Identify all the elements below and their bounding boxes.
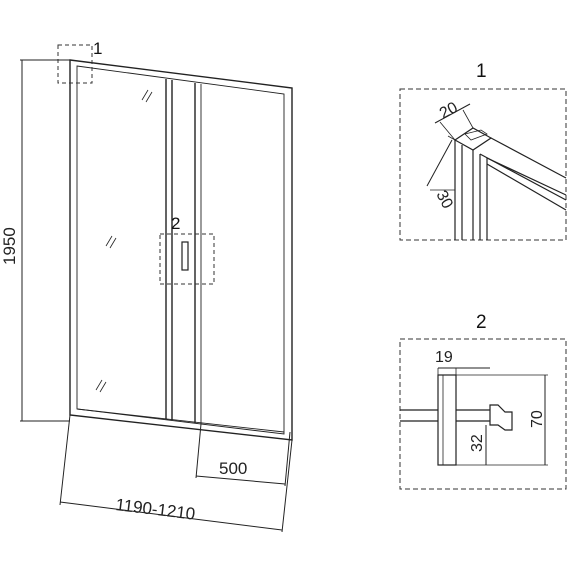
- detail-1-box: [399, 88, 567, 241]
- overall-width-dimension: [59, 414, 293, 533]
- detail-2-drawing: [400, 367, 548, 466]
- frame-outer: [69, 59, 293, 441]
- detail-2-title: 2: [476, 312, 487, 333]
- door-width-dim-text: 500: [219, 459, 247, 478]
- main-elevation: [69, 59, 293, 441]
- callout-label-1: 1: [93, 39, 102, 58]
- height-dimension: [20, 59, 70, 422]
- detail-2-dim-70: 70: [529, 410, 546, 428]
- glass-reflection-marks: [95, 89, 153, 393]
- detail-1-dim-20: 20: [437, 99, 461, 122]
- overall-width-dim-text: 1190-1210: [115, 495, 197, 524]
- bottom-rail: [76, 408, 285, 433]
- door-handle: [181, 241, 189, 271]
- detail-1-dim-30: 30: [432, 188, 455, 212]
- detail-2-dim-32: 32: [469, 434, 486, 452]
- detail-1-title: 1: [476, 61, 487, 82]
- frame-inner: [76, 65, 285, 435]
- callout-box-2: [159, 233, 215, 285]
- callout-box-1: [57, 44, 93, 84]
- callout-label-2: 2: [171, 214, 180, 233]
- height-dim-text: 1950: [0, 227, 19, 265]
- detail-2-dim-19: 19: [435, 349, 453, 366]
- detail-2-box: [399, 338, 567, 490]
- door-width-dimension: [195, 423, 291, 487]
- detail-1-drawing: [426, 103, 567, 240]
